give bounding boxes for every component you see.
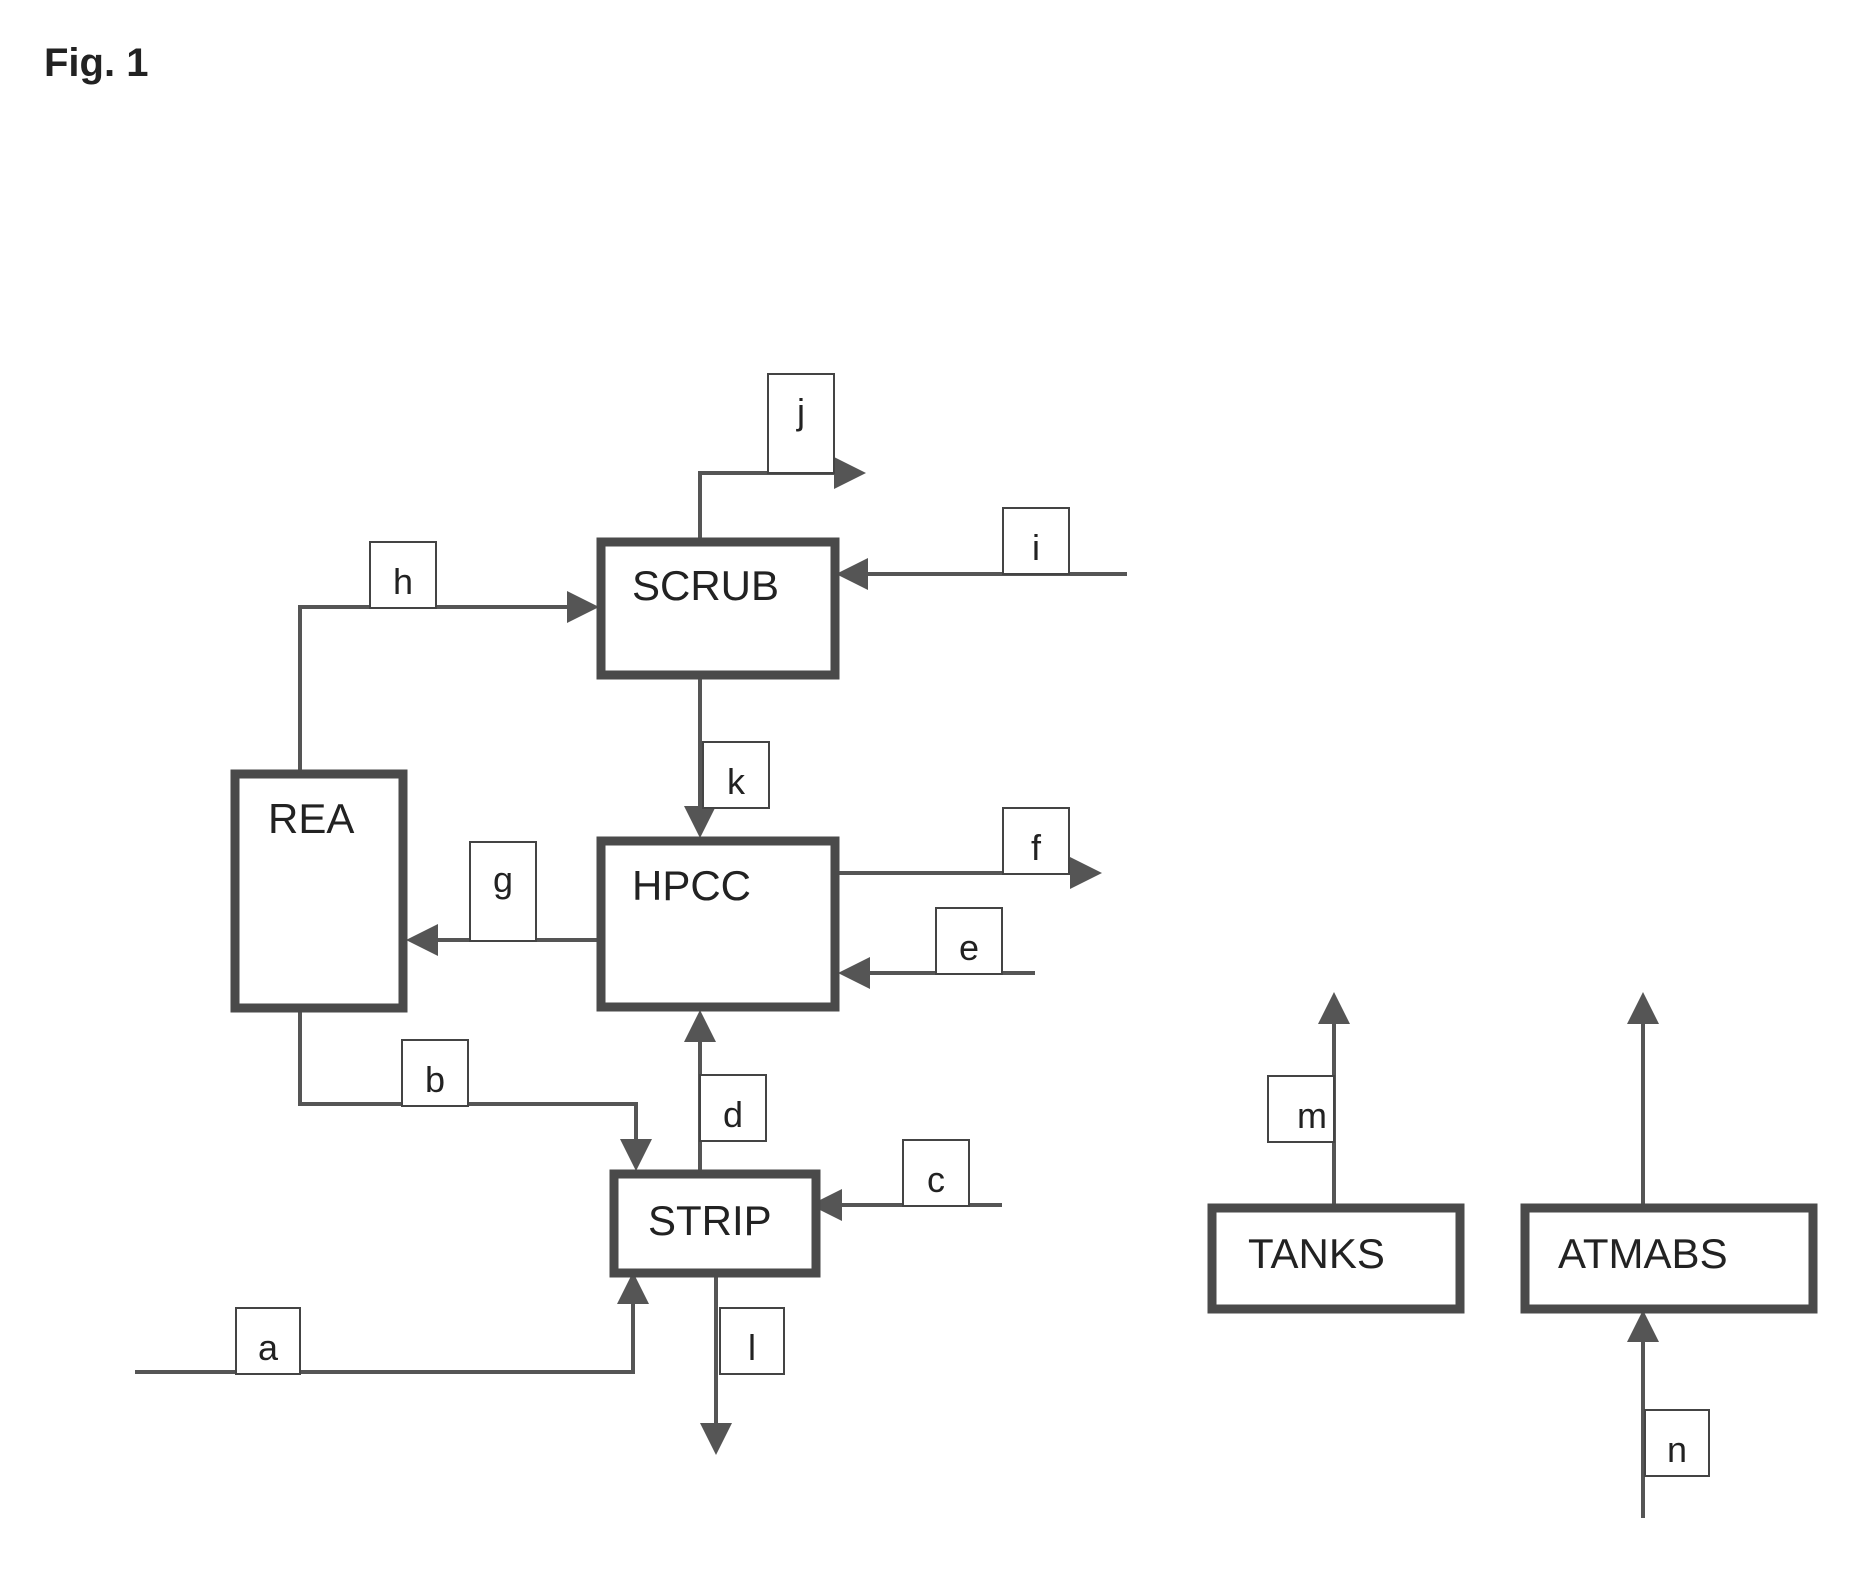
unit-atmabs: ATMABS [1525, 1208, 1813, 1309]
unit-tanks: TANKS [1212, 1208, 1460, 1309]
tag-i-label: i [1032, 527, 1040, 568]
unit-tanks-label: TANKS [1248, 1230, 1385, 1277]
tag-m-label: m [1297, 1095, 1327, 1136]
unit-rea-label: REA [268, 795, 354, 842]
stream-a-line [135, 1276, 633, 1372]
tag-k-label: k [727, 761, 746, 802]
tag-d: d [700, 1075, 766, 1141]
tag-e-label: e [959, 927, 979, 968]
tag-a-label: a [258, 1327, 279, 1368]
unit-strip: STRIP [614, 1174, 816, 1273]
tag-b-label: b [425, 1059, 445, 1100]
tag-c: c [903, 1140, 969, 1206]
unit-hpcc: HPCC [601, 841, 835, 1007]
tag-l-label: l [748, 1327, 756, 1368]
tag-c-label: c [927, 1159, 945, 1200]
tag-d-label: d [723, 1094, 743, 1135]
figure-title: Fig. 1 [44, 41, 148, 85]
tag-f: f [1003, 808, 1069, 874]
tag-n: n [1645, 1410, 1709, 1476]
tag-k: k [703, 742, 769, 808]
tag-j: j [768, 374, 834, 473]
unit-strip-label: STRIP [648, 1197, 772, 1244]
tag-l: l [720, 1308, 784, 1374]
tag-b: b [402, 1040, 468, 1106]
stream-h-line [300, 607, 595, 772]
tag-f-label: f [1031, 827, 1042, 868]
tag-h: h [370, 542, 436, 608]
tag-i: i [1003, 508, 1069, 574]
unit-hpcc-label: HPCC [632, 862, 751, 909]
tag-e: e [936, 908, 1002, 974]
tag-g: g [470, 842, 536, 941]
tag-n-label: n [1667, 1429, 1687, 1470]
tag-h-label: h [393, 561, 413, 602]
unit-rea: REA [235, 774, 403, 1008]
tag-j-label: j [796, 391, 805, 432]
tag-a: a [236, 1308, 300, 1374]
unit-scrub: SCRUB [601, 542, 835, 675]
unit-scrub-label: SCRUB [632, 562, 779, 609]
stream-j-line [700, 473, 862, 540]
unit-atmabs-label: ATMABS [1558, 1230, 1728, 1277]
tag-m: m [1268, 1076, 1334, 1142]
tag-g-label: g [493, 859, 513, 900]
